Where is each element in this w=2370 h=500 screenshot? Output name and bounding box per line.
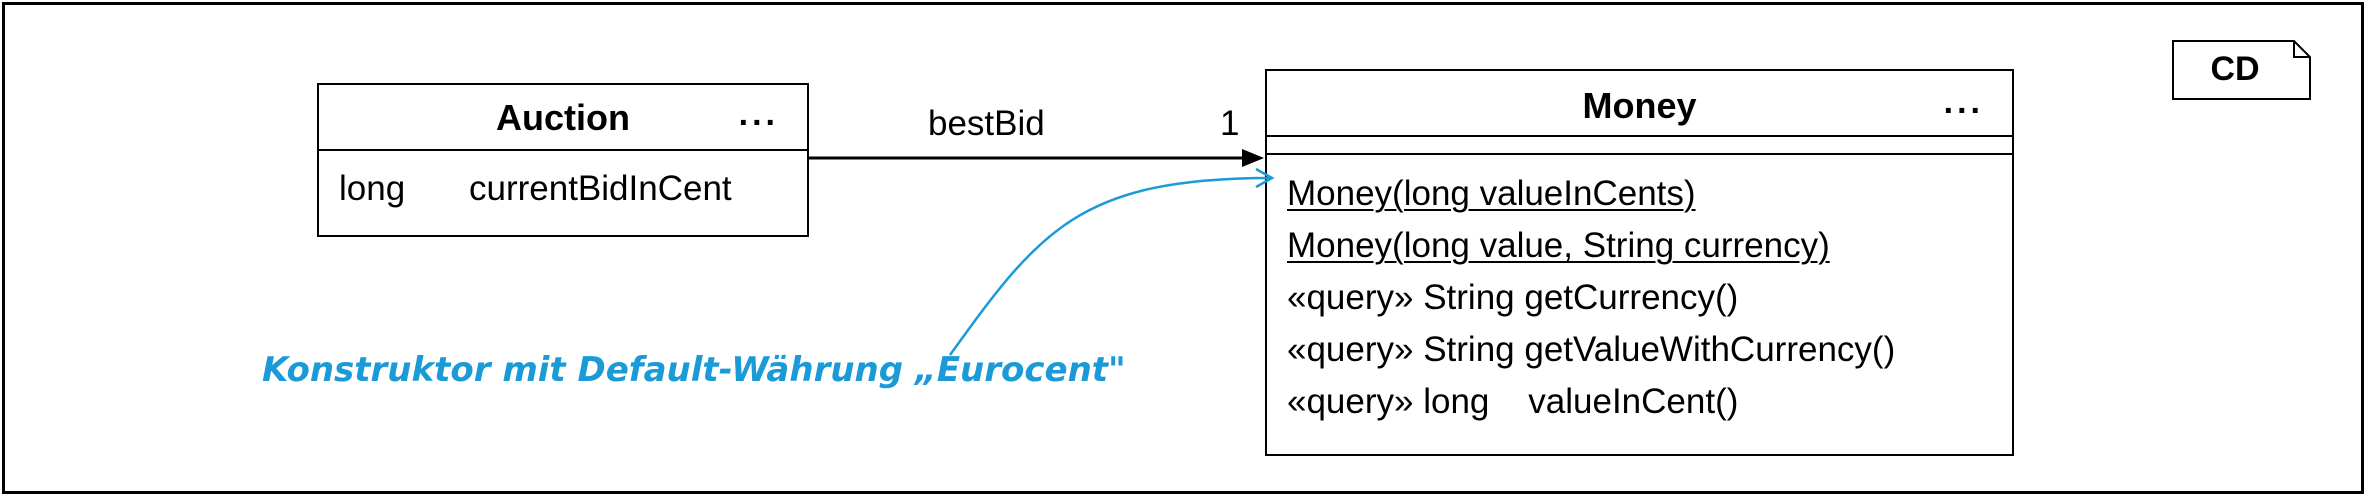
- auction-attribute-name: currentBidInCent: [469, 169, 732, 208]
- auction-class-dots: ...: [738, 95, 779, 133]
- auction-attribute-type: long: [339, 169, 406, 208]
- money-class-divider-attributes: [1267, 135, 2012, 137]
- money-class-name: Money: [1582, 85, 1697, 126]
- money-method-5: «query» long valueInCent(): [1287, 382, 1739, 421]
- annotation-leader-line: [948, 176, 1273, 356]
- auction-class[interactable]: Auction ... long currentBidInCent: [317, 83, 809, 237]
- money-method-3: «query» String getCurrency(): [1287, 278, 1739, 317]
- auction-class-name: Auction: [496, 97, 630, 138]
- association-arrowhead: [1242, 149, 1264, 167]
- money-class-dots: ...: [1943, 83, 1984, 121]
- diagram-tag-label: CD: [2210, 50, 2260, 88]
- money-class[interactable]: Money ... Money(long valueInCents) Money…: [1265, 69, 2014, 456]
- money-method-4: «query» String getValueWithCurrency(): [1287, 330, 1896, 369]
- money-method-1: Money(long valueInCents): [1287, 174, 1696, 213]
- association-multiplicity-label: 1: [1220, 104, 1240, 143]
- annotation-leader-arrowhead: [1255, 167, 1275, 189]
- auction-class-divider: [319, 149, 807, 151]
- note-shape-icon: [2172, 40, 2311, 100]
- money-class-divider-methods: [1267, 153, 2012, 155]
- association-role-label: bestBid: [928, 104, 1045, 143]
- money-method-2: Money(long value, String currency): [1287, 226, 1830, 265]
- constructor-annotation: Konstruktor mit Default-Währung „Eurocen…: [262, 350, 1126, 390]
- diagram-type-tag: CD: [2172, 40, 2312, 100]
